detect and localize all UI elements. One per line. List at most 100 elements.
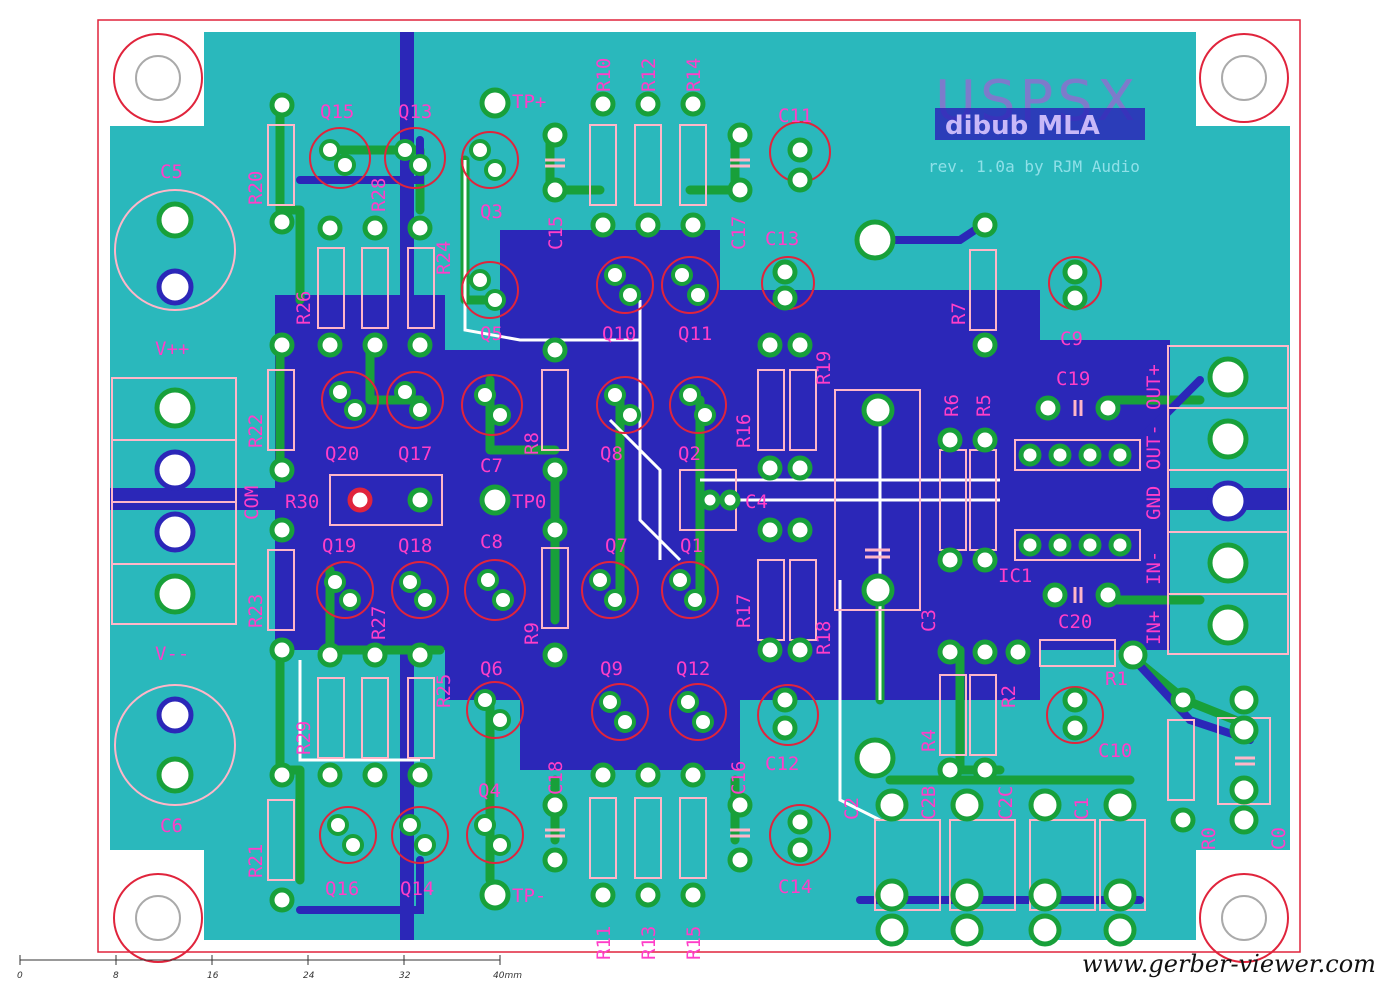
label-q4: Q4 [478,780,501,802]
label-r27: R27 [368,606,390,640]
label-out-minus: OUT- [1143,424,1165,470]
white-traces [298,160,1000,822]
label-c18: C18 [545,761,567,795]
label-c3: C3 [918,609,940,632]
label-r1: R1 [1105,668,1128,690]
label-r23: R23 [245,594,267,628]
label-r0: R0 [1198,827,1220,850]
label-r18: R18 [813,621,835,655]
ruler-tick-32: 32 [399,971,411,981]
label-c9: C9 [1060,328,1083,350]
label-c4: C4 [745,491,768,513]
label-c2b: C2B [918,786,940,820]
ruler-tick-8: 8 [113,971,119,981]
designators: Q15 Q13 TP+ Q3 C11 C13 C5 Q5 Q10 Q11 C9 … [155,91,1132,907]
label-r30: R30 [285,491,319,513]
label-q1: Q1 [680,535,703,557]
label-c0: C0 [1268,827,1290,850]
label-q2: Q2 [678,443,701,465]
label-r10: R10 [593,58,615,92]
label-r12: R12 [638,58,660,92]
label-c6: C6 [160,815,183,837]
label-r5: R5 [973,394,995,417]
label-c14: C14 [778,876,812,898]
label-q11: Q11 [678,323,712,345]
label-q6: Q6 [480,658,503,680]
label-c2: C2 [841,797,863,820]
label-q7: Q7 [605,535,628,557]
ruler-tick-0: 0 [17,971,23,981]
label-c16: C16 [728,761,750,795]
label-c10: C10 [1098,740,1132,762]
label-q20: Q20 [325,443,359,465]
board-subtitle: dibub MLA [945,111,1100,141]
label-q12: Q12 [676,658,710,680]
label-com: COM [241,486,263,520]
label-r9: R9 [521,622,543,645]
com-rail [110,488,275,510]
label-q13: Q13 [398,101,432,123]
label-c2c: C2C [995,786,1017,820]
ruler-tick-24: 24 [303,971,315,981]
label-r8: R8 [521,432,543,455]
board-revision: rev. 1.0a by RJM Audio [928,157,1140,176]
label-r20: R20 [245,171,267,205]
scale-ruler [19,955,501,965]
label-c12: C12 [765,753,799,775]
label-q5: Q5 [480,323,503,345]
label-out-plus: OUT+ [1143,364,1165,410]
label-q18: Q18 [398,535,432,557]
label-r21: R21 [245,844,267,878]
pads [154,87,1259,947]
label-c1: C1 [1071,797,1093,820]
label-r16: R16 [733,414,755,448]
label-gnd: GND [1143,486,1165,520]
label-tp-minus: TP- [512,885,546,907]
label-c7: C7 [480,455,503,477]
label-q3: Q3 [480,201,503,223]
label-vmm: V-- [155,643,189,665]
label-c20: C20 [1058,611,1092,633]
label-r19: R19 [813,351,835,385]
subtitle-plate [935,108,1145,140]
label-r17: R17 [733,594,755,628]
label-c8: C8 [480,531,503,553]
label-r24: R24 [433,241,455,275]
label-vpp: V++ [155,338,189,360]
label-r22: R22 [245,414,267,448]
label-c19: C19 [1056,368,1090,390]
transistor-outlines [309,121,1104,866]
label-c17: C17 [728,216,750,250]
cap-symbols [545,158,1255,838]
label-r28: R28 [368,178,390,212]
label-q19: Q19 [322,535,356,557]
label-r4: R4 [918,729,940,752]
label-q9: Q9 [600,658,623,680]
label-c11: C11 [778,105,812,127]
label-q8: Q8 [600,443,623,465]
watermark: www.gerber-viewer.com [1082,950,1376,978]
label-tp0: TP0 [512,491,546,513]
label-c15: C15 [545,216,567,250]
label-r25: R25 [433,674,455,708]
label-r11: R11 [593,926,615,960]
label-q10: Q10 [602,323,636,345]
designators-vertical: R10 R12 R14 R20 R28 C15 C17 R24 R26 R7 R… [241,58,1290,960]
label-r14: R14 [683,58,705,92]
transistor-pads [319,139,716,856]
label-ic1: IC1 [998,565,1032,587]
label-r29: R29 [293,721,315,755]
label-q17: Q17 [398,443,432,465]
label-c5: C5 [160,161,183,183]
label-r6: R6 [941,394,963,417]
label-in-minus: IN- [1143,551,1165,585]
ruler-tick-16: 16 [207,971,219,981]
label-q15: Q15 [320,101,354,123]
label-q14: Q14 [400,878,434,900]
label-r2: R2 [998,685,1020,708]
ruler-tick-40: 40mm [493,971,522,981]
label-r13: R13 [638,926,660,960]
label-r15: R15 [683,926,705,960]
label-q16: Q16 [325,878,359,900]
